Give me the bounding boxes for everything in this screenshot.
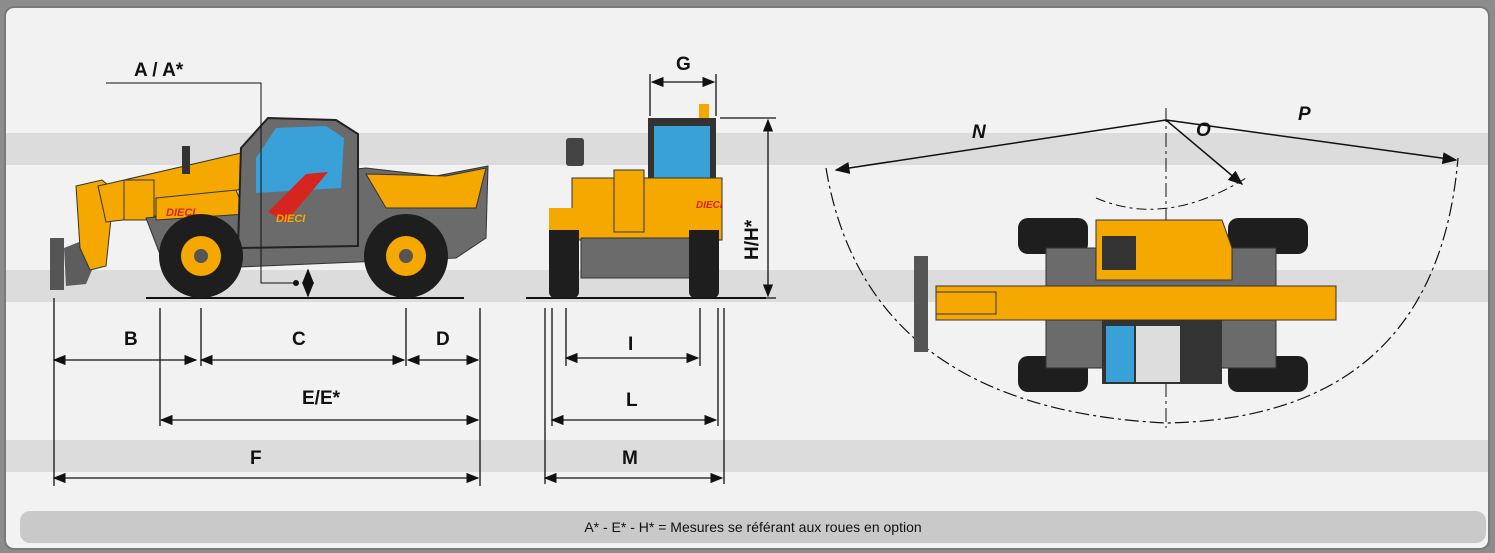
label-n: N [972,122,987,143]
footnote-bar: A* - E* - H* = Mesures se référant aux r… [20,511,1486,543]
diagram-frame: DIECI DIECI DIECI [4,6,1490,550]
side-view-telehandler: DIECI DIECI [50,82,489,299]
top-view-telehandler [825,108,1459,428]
label-e: E/E* [302,388,341,409]
cab-logo: DIECI [276,213,306,225]
label-f: F [250,448,262,469]
label-g: G [676,54,691,75]
label-b: B [124,329,138,350]
dimension-lines [52,74,776,486]
label-m: M [622,448,638,469]
label-i: I [628,334,633,355]
label-h: H/H* [742,219,763,260]
label-c: C [292,329,306,350]
dimension-diagram: DIECI DIECI DIECI [6,54,1488,486]
footnote-text: A* - E* - H* = Mesures se référant aux r… [584,519,922,535]
label-a: A / A* [134,60,184,81]
label-d: D [436,329,450,350]
label-o: O [1196,120,1211,141]
front-view-telehandler: DIECI [526,104,766,299]
background-band [6,440,1488,472]
label-l: L [626,390,638,411]
front-logo: DIECI [696,200,723,211]
label-p: P [1298,104,1311,125]
